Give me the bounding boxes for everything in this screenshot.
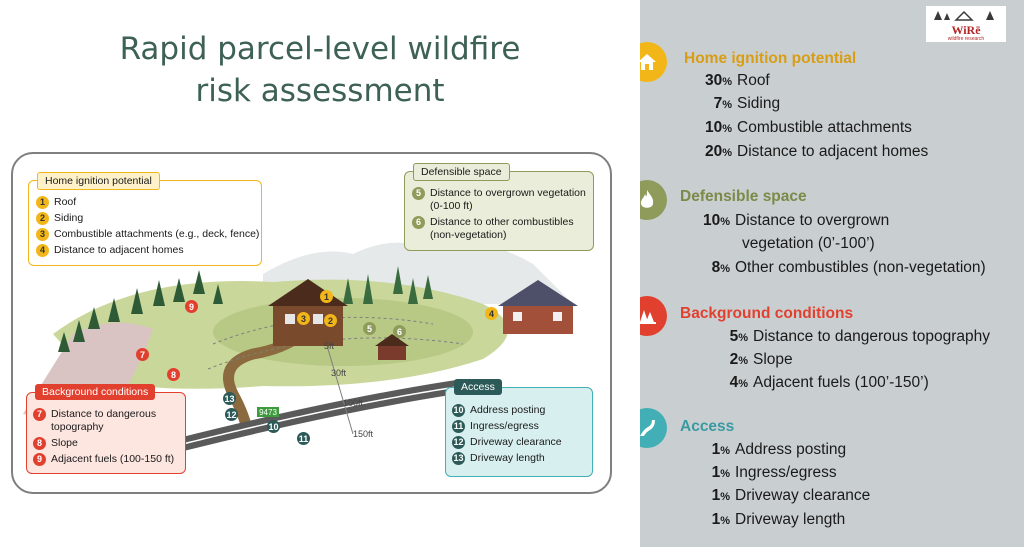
neighbor-house [498, 280, 578, 334]
distance-5ft: 5ft [324, 341, 335, 351]
marker-adjacent-homes: 4 [485, 307, 498, 320]
home-ignition-box-title: Home ignition potential [37, 172, 160, 190]
logo-subtext: wildfire research [948, 36, 985, 42]
weight-row: 2%Slope [729, 351, 793, 368]
logo-text: WiRē [951, 23, 981, 37]
background-conditions-box-title: Background conditions [35, 384, 156, 400]
page-title: Rapid parcel-level wildfire risk assessm… [70, 28, 570, 112]
defensible-space-box-title: Defensible space [413, 163, 510, 181]
weights-panel: WiRē wildfire research Home ignition pot… [640, 0, 1024, 547]
marker-topography: 7 [136, 348, 149, 361]
access-box-title: Access [454, 379, 502, 395]
weight-row-continued: vegetation (0’-100’) [742, 235, 875, 252]
weight-row: 10%Distance to overgrown [702, 212, 890, 229]
distance-30ft: 30ft [331, 368, 347, 378]
marker-driveway-length: 13 [223, 392, 236, 405]
marker-vegetation: 5 [363, 322, 376, 335]
parcel-illustration: 9473 5ft 30ft 100ft 150ft [23, 242, 578, 451]
wire-logo: WiRē wildfire research [926, 6, 1006, 42]
marker-combustibles: 6 [393, 325, 406, 338]
weight-row: 1%Address posting [711, 441, 847, 458]
weight-row: 20%Distance to adjacent homes [704, 143, 929, 160]
distance-100ft: 100ft [343, 398, 364, 408]
flame-icon [640, 180, 667, 220]
weight-row: 4%Adjacent fuels (100’-150’) [729, 374, 929, 391]
section-title-home: Home ignition potential [684, 50, 857, 67]
address-sign-text: 9473 [259, 408, 277, 417]
trees-icon [640, 296, 667, 336]
logo-graphic: WiRē wildfire research [934, 10, 994, 42]
section-title-background: Background conditions [680, 305, 854, 322]
road-icon [640, 408, 667, 448]
marker-attachments: 3 [297, 312, 310, 325]
title-line-1: Rapid parcel-level wildfire [119, 31, 521, 67]
address-sign [257, 407, 279, 417]
parcel-diagram: 9473 5ft 30ft 100ft 150ft 1 2 3 4 5 6 7 … [11, 152, 612, 494]
marker-ingress-egress: 11 [297, 432, 310, 445]
marker-siding: 2 [324, 314, 337, 327]
weight-row: 10%Combustible attachments [704, 119, 912, 136]
weight-row: 30%Roof [704, 72, 770, 89]
weight-row: 8%Other combustibles (non-vegetation) [711, 259, 986, 276]
weight-row: 5%Distance to dangerous topography [729, 328, 990, 345]
section-title-defensible: Defensible space [680, 188, 807, 205]
section-title-access: Access [680, 418, 735, 435]
marker-roof: 1 [320, 290, 333, 303]
house-icon [640, 42, 667, 82]
marker-adjacent-fuels: 9 [185, 300, 198, 313]
distance-150ft: 150ft [353, 429, 374, 439]
driveway [223, 329, 307, 436]
shed [375, 334, 409, 360]
marker-address-posting: 10 [267, 420, 280, 433]
title-line-2: risk assessment [195, 73, 445, 109]
weight-row: 7%Siding [713, 95, 781, 112]
marker-driveway-clearance: 12 [225, 408, 238, 421]
weight-row: 1%Driveway length [711, 511, 846, 528]
weight-row: 1%Driveway clearance [711, 487, 871, 504]
weight-row: 1%Ingress/egress [711, 464, 837, 481]
marker-slope: 8 [167, 368, 180, 381]
